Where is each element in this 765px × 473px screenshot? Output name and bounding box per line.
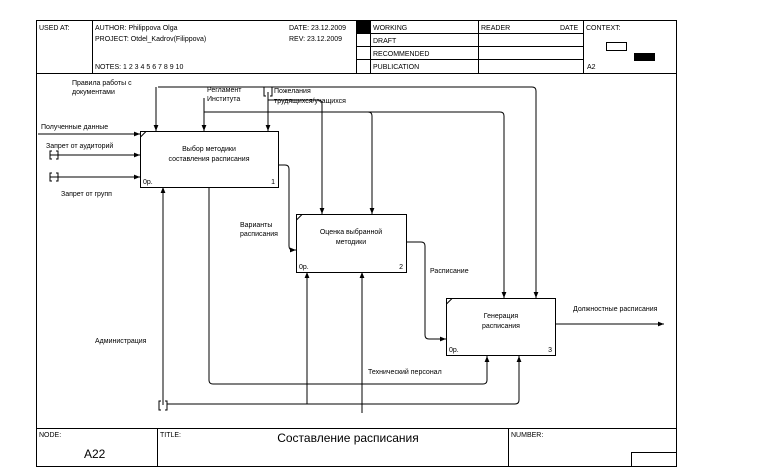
box3-title-line1: Генерация — [484, 313, 519, 320]
box1-title-line1: Выбор методики — [182, 145, 236, 153]
arrow-tech-staff-loop — [208, 187, 490, 385]
box2-number: 2 — [399, 264, 403, 271]
activity-box-2[interactable]: Оценка выбранной методики 0р. 2 — [296, 214, 407, 273]
label-reglament-line2: Института — [207, 96, 240, 103]
context-box-outline — [606, 42, 627, 51]
diagram-title: Составление расписания — [277, 431, 419, 445]
status-recommended: RECOMMENDED — [373, 51, 429, 58]
used-at-label: USED AT: — [39, 25, 70, 32]
label-duty-schedule: Должностные расписания — [573, 306, 658, 313]
status-working: WORKING — [373, 25, 407, 32]
box2-cost: 0р. — [299, 264, 309, 271]
title-label: TITLE: — [160, 432, 181, 439]
rev-text: REV: 23.12.2009 — [289, 36, 342, 43]
node-value: A22 — [84, 447, 106, 461]
label-tech-staff: Технический персонал — [368, 368, 442, 376]
arrow-schedule — [407, 241, 446, 342]
context-label: CONTEXT: — [586, 25, 621, 32]
box3-cost: 0р. — [449, 347, 459, 354]
box2-title-line1: Оценка выбранной — [320, 228, 382, 236]
label-rules-line1: Правила работы с — [72, 79, 132, 87]
box1-cost: 0р. — [143, 179, 153, 186]
label-wishes-line1: Пожелания — [274, 88, 311, 95]
box3-title-line2: расписания — [482, 323, 520, 330]
node-label: NODE: — [39, 432, 61, 439]
date-text: DATE: 23.12.2009 — [289, 25, 346, 32]
project-text: PROJECT: Otdel_Kadrov(Filippova) — [95, 36, 206, 43]
diagram-border — [36, 73, 677, 429]
activity-box-3[interactable]: Генерация расписания 0р. 3 — [446, 298, 556, 356]
reader-date-label: DATE — [560, 25, 578, 32]
number-label: NUMBER: — [511, 432, 543, 439]
status-draft: DRAFT — [373, 38, 397, 45]
box1-number: 1 — [271, 179, 275, 186]
label-schedule: Расписание — [430, 268, 469, 275]
label-variants-line2: расписания — [240, 231, 278, 238]
header-frame — [36, 20, 677, 74]
arrow-reglament-branch — [204, 111, 507, 298]
label-administration: Администрация — [95, 338, 147, 345]
author-text: AUTHOR: Philippova Olga — [95, 25, 178, 32]
label-reglament-line1: Регламент — [207, 87, 242, 94]
label-received-data: Полученные данные — [41, 124, 108, 131]
arrow-wishes-to-box2 — [268, 99, 325, 214]
label-auditory-ban: Запрет от аудиторий — [46, 142, 113, 150]
label-wishes-line2: трудящихся/учащихся — [274, 98, 346, 105]
box2-title-line2: методики — [336, 239, 366, 246]
reader-label: READER — [481, 25, 510, 32]
arrow-variants — [279, 164, 296, 253]
box1-title-line2: составления расписания — [169, 156, 250, 163]
label-group-ban: Запрет от групп — [61, 191, 112, 198]
box3-number: 3 — [548, 347, 552, 354]
activity-box-1[interactable]: Выбор методики составления расписания 0р… — [140, 131, 279, 188]
label-variants-line1: Варианты — [240, 222, 272, 229]
label-rules-line2: документами — [72, 89, 115, 96]
footer-frame — [36, 428, 677, 467]
tunnel-markers — [49, 86, 273, 411]
working-status-marker — [357, 21, 370, 33]
arrow-administration-branch — [167, 356, 522, 405]
arrow-rules-branch — [158, 86, 539, 298]
context-node: A2 — [587, 64, 596, 71]
notes-text: NOTES: 1 2 3 4 5 6 7 8 9 10 — [95, 64, 183, 71]
status-publication: PUBLICATION — [373, 64, 419, 71]
context-box-filled — [634, 53, 655, 61]
arrow-reglament-to-box2 — [322, 111, 375, 214]
